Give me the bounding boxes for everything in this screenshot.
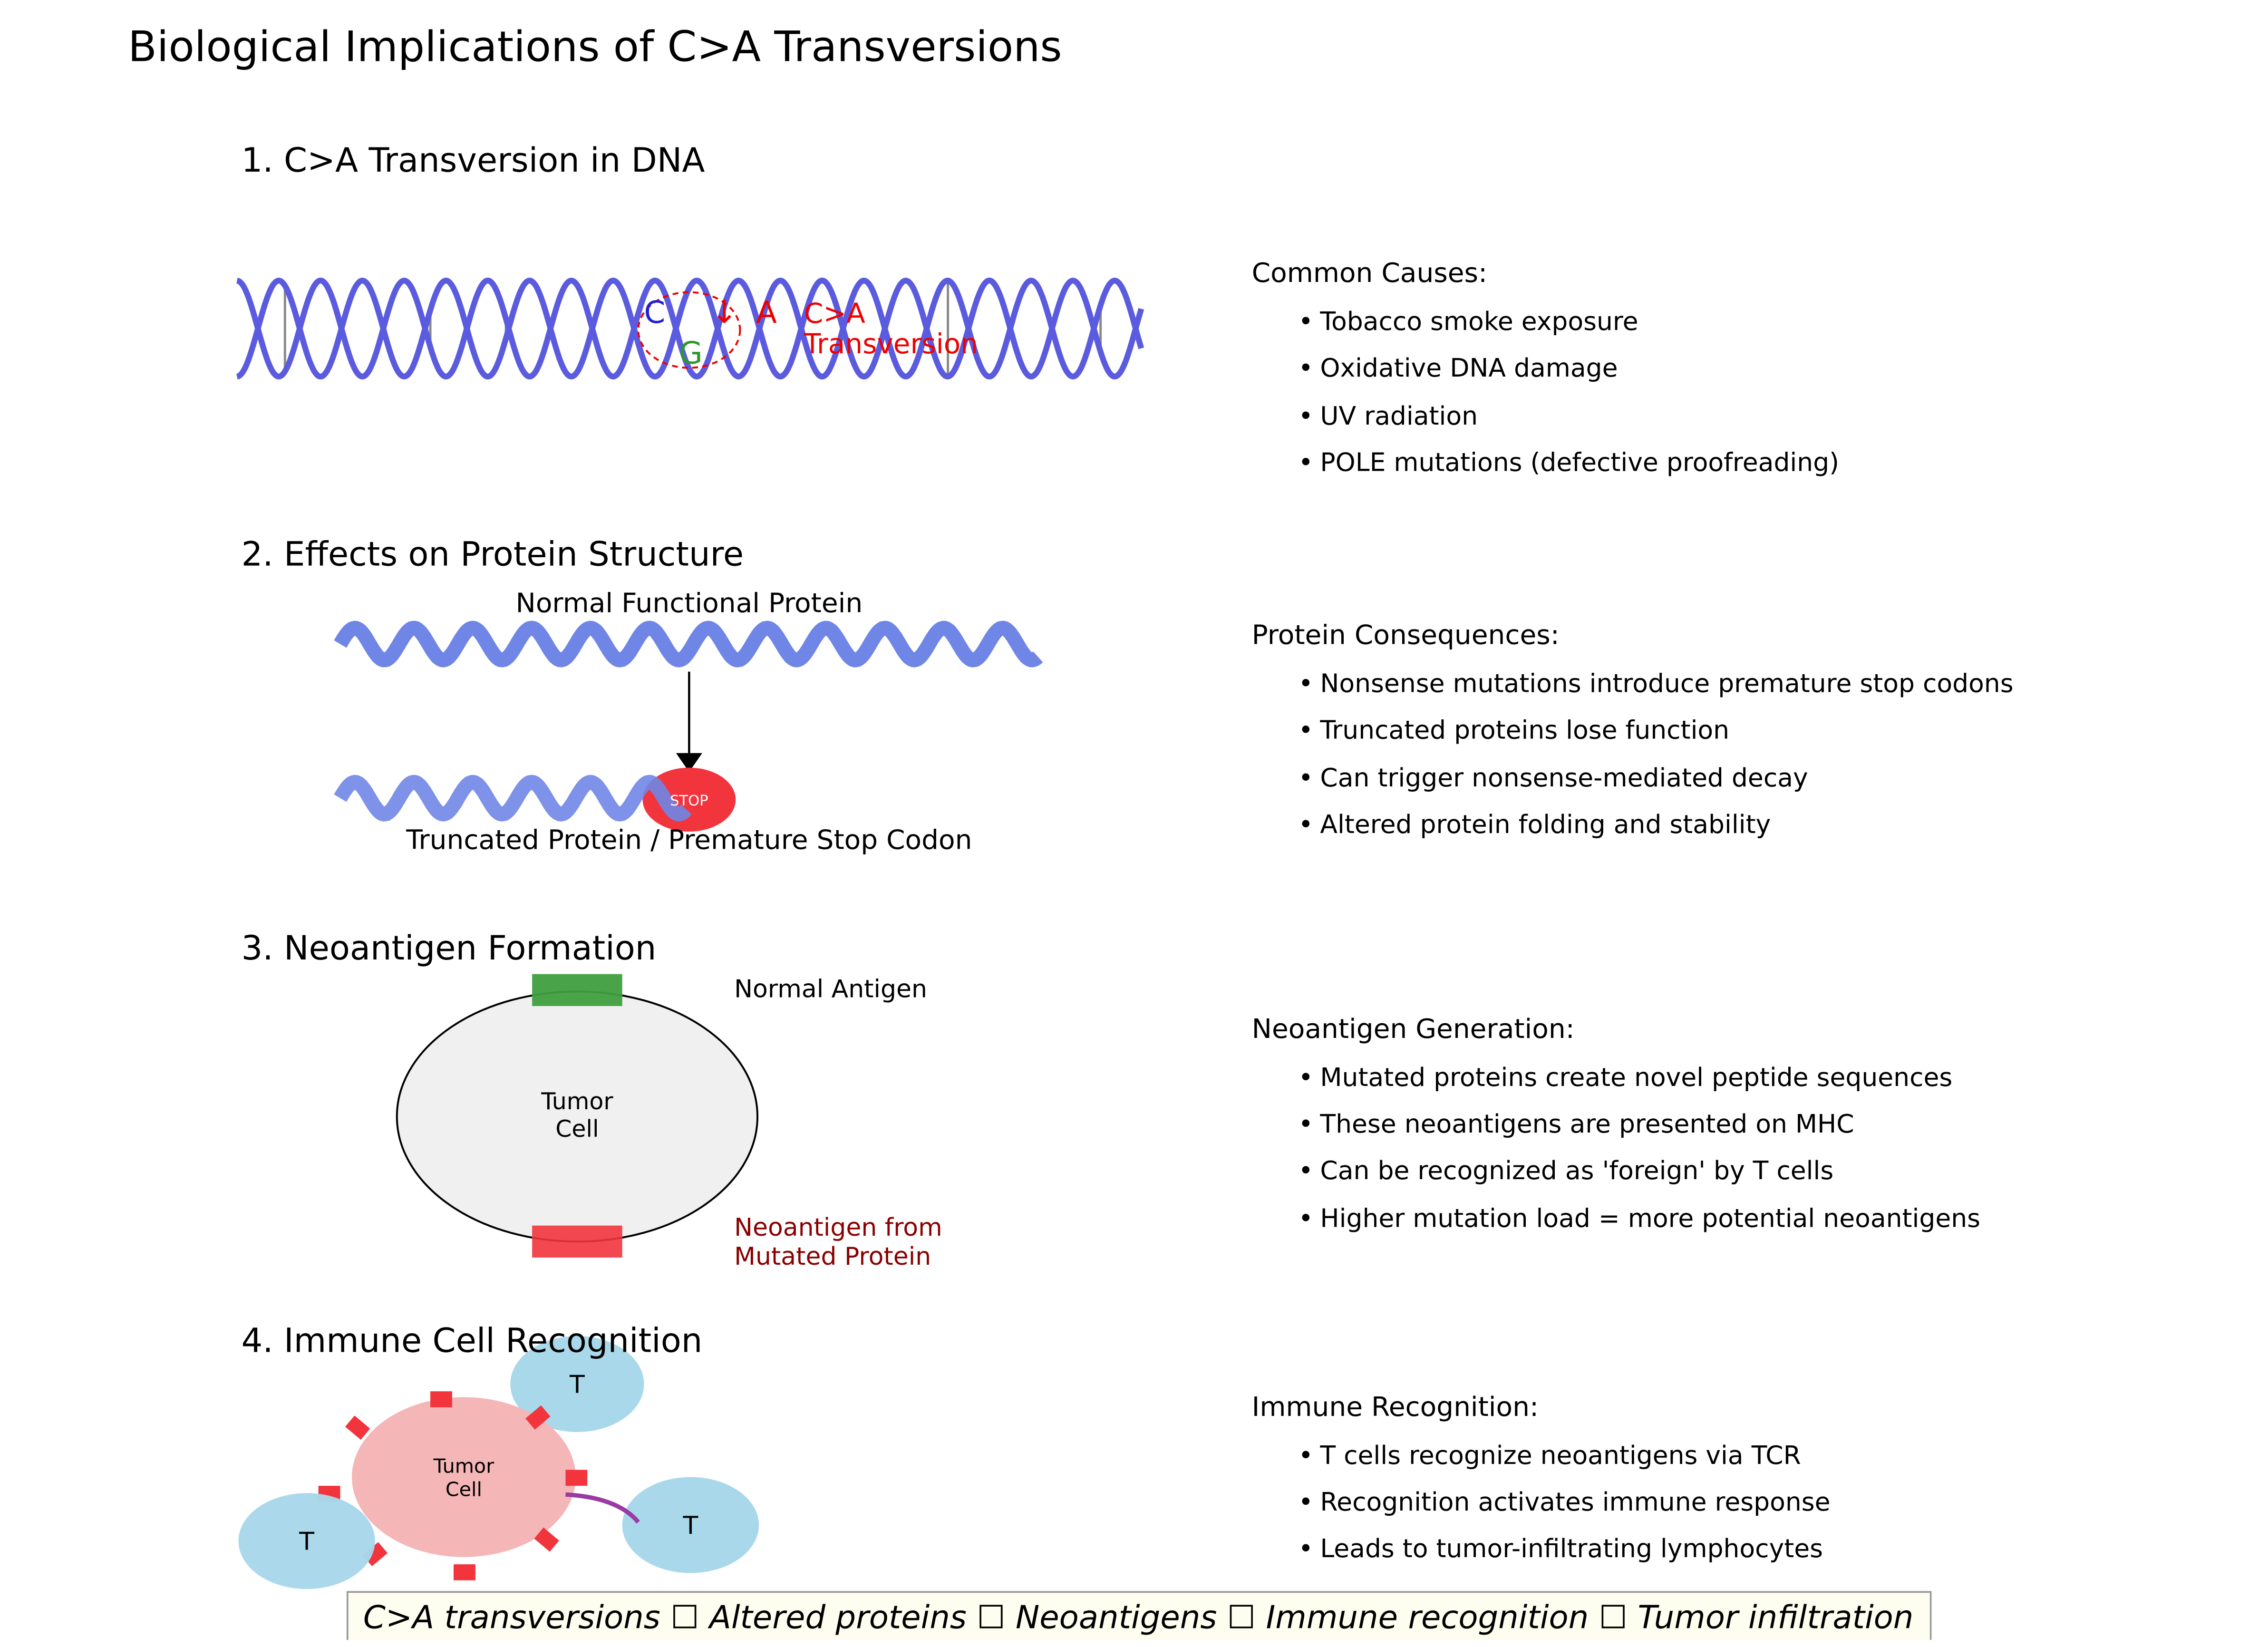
bullet-icon: •	[1299, 1203, 1314, 1233]
bullet-icon: •	[1299, 809, 1314, 839]
section-dna: 1. C>A Transversion in DNA C G ↓ A C>A T…	[236, 141, 1840, 477]
dna-strand-1	[236, 277, 1144, 380]
list-item: These neoantigens are presented on MHC	[1319, 1109, 1854, 1139]
neoantigen-list: • Mutated proteins create novel peptide …	[1299, 1062, 1981, 1233]
neoantigen-marker	[525, 1405, 551, 1430]
bullet-icon: •	[1299, 1487, 1314, 1517]
normal-antigen-label: Normal Antigen	[734, 975, 927, 1004]
bullet-icon: •	[1299, 1155, 1314, 1185]
base-a-label: A	[756, 295, 777, 330]
list-item: T cells recognize neoantigens via TCR	[1319, 1440, 1801, 1470]
arrow-head-icon	[676, 753, 702, 772]
normal-antigen-marker	[532, 974, 622, 1006]
tumor-cell-label-line2: Cell	[446, 1478, 482, 1501]
mutation-site-circle	[637, 291, 741, 369]
list-item: Leads to tumor-infiltrating lymphocytes	[1320, 1533, 1823, 1563]
section-neoantigen: 3. Neoantigen Formation Tumor Cell Norma…	[242, 929, 1980, 1271]
list-item: Mutated proteins create novel peptide se…	[1320, 1062, 1952, 1092]
section-heading-neoantigen: 3. Neoantigen Formation	[242, 929, 657, 968]
list-item: Tobacco smoke exposure	[1319, 306, 1638, 336]
footer-text: C>A transversions ☐ Altered proteins ☐ N…	[363, 1599, 1914, 1636]
dna-strand-2	[236, 277, 1144, 380]
neoantigen-label-line1: Neoantigen from	[734, 1213, 942, 1242]
stop-label: STOP	[670, 793, 708, 809]
bullet-icon: •	[1299, 1533, 1314, 1563]
neoantigen-label-line2: Mutated Protein	[734, 1242, 931, 1271]
section-heading-immune: 4. Immune Cell Recognition	[242, 1321, 703, 1360]
neoantigen-marker	[430, 1391, 452, 1407]
normal-protein-label: Normal Functional Protein	[516, 587, 863, 619]
tcr-binding-connector	[565, 1492, 640, 1524]
list-item: Nonsense mutations introduce premature s…	[1320, 668, 2013, 698]
bullet-icon: •	[1299, 1062, 1314, 1092]
footer-summary: C>A transversions ☐ Altered proteins ☐ N…	[346, 1591, 1932, 1644]
neoantigen-marker	[345, 1415, 370, 1440]
protein-consequences-list: • Nonsense mutations introduce premature…	[1299, 668, 2014, 839]
list-item: Can be recognized as 'foreign' by T cell…	[1320, 1155, 1833, 1185]
mutation-arrow-icon: ↓	[711, 293, 737, 330]
side-title-immune: Immune Recognition:	[1252, 1391, 1539, 1423]
base-g-label: G	[679, 335, 703, 371]
truncated-protein-coil	[334, 775, 692, 822]
list-item: Recognition activates immune response	[1320, 1487, 1830, 1517]
bullet-icon: •	[1299, 1440, 1314, 1470]
t-cell-label: T	[569, 1370, 585, 1399]
bullet-icon: •	[1299, 1109, 1314, 1139]
list-item: UV radiation	[1320, 401, 1478, 431]
t-cell-left	[238, 1493, 375, 1589]
side-title-protein: Protein Consequences:	[1252, 620, 1560, 651]
section-heading-protein: 2. Effects on Protein Structure	[242, 534, 744, 573]
section-protein: 2. Effects on Protein Structure Normal F…	[242, 534, 2014, 855]
bullet-icon: •	[1299, 447, 1314, 477]
truncated-protein-label: Truncated Protein / Premature Stop Codon	[406, 824, 972, 856]
tumor-cell-label-line2: Cell	[555, 1115, 599, 1143]
neoantigen-marker	[534, 1527, 559, 1552]
transversion-label-line2: Transversion	[804, 328, 978, 360]
t-cell-top	[510, 1336, 644, 1432]
section-heading-dna: 1. C>A Transversion in DNA	[242, 141, 705, 180]
bullet-icon: •	[1299, 401, 1314, 431]
transversion-label-line1: C>A	[804, 297, 865, 329]
causes-list: • Tobacco smoke exposure • Oxidative DNA…	[1299, 306, 1840, 477]
t-cell-label: T	[683, 1511, 698, 1540]
neoantigen-markers	[318, 1391, 588, 1580]
list-item: Oxidative DNA damage	[1320, 353, 1618, 383]
list-item: POLE mutations (defective proofreading)	[1320, 447, 1839, 477]
neoantigen-marker	[532, 1225, 622, 1258]
page-title: Biological Implications of C>A Transvers…	[128, 22, 1062, 71]
list-item: Truncated proteins lose function	[1319, 715, 1729, 745]
tumor-cell-label-line1: Tumor	[541, 1088, 613, 1115]
bullet-icon: •	[1299, 763, 1314, 793]
bullet-icon: •	[1299, 715, 1314, 745]
dna-double-helix	[236, 277, 1144, 380]
t-cell-right	[622, 1477, 759, 1573]
section-immune: T 4. Immune Cell Recognition Tumor Cell …	[238, 1321, 1831, 1589]
bullet-icon: •	[1299, 306, 1314, 336]
tumor-cell-immune	[351, 1397, 576, 1557]
list-item: Altered protein folding and stability	[1320, 809, 1771, 839]
bullet-icon: •	[1299, 353, 1314, 383]
stop-codon-marker	[642, 767, 736, 832]
normal-protein-coil	[334, 620, 1043, 668]
base-c-label: C	[644, 295, 666, 330]
side-title-neoantigen: Neoantigen Generation:	[1252, 1013, 1575, 1045]
neoantigen-marker	[565, 1470, 588, 1486]
list-item: Higher mutation load = more potential ne…	[1320, 1203, 1980, 1233]
list-item: Can trigger nonsense-mediated decay	[1320, 763, 1808, 793]
tumor-cell-label-line1: Tumor	[433, 1454, 494, 1477]
bullet-icon: •	[1299, 668, 1314, 698]
side-title-causes: Common Causes:	[1252, 257, 1487, 289]
footer-box	[346, 1591, 1932, 1644]
immune-recognition-list: • T cells recognize neoantigens via TCR …	[1299, 1440, 1831, 1563]
t-cell-label: T	[299, 1528, 314, 1556]
neoantigen-marker	[454, 1564, 475, 1580]
